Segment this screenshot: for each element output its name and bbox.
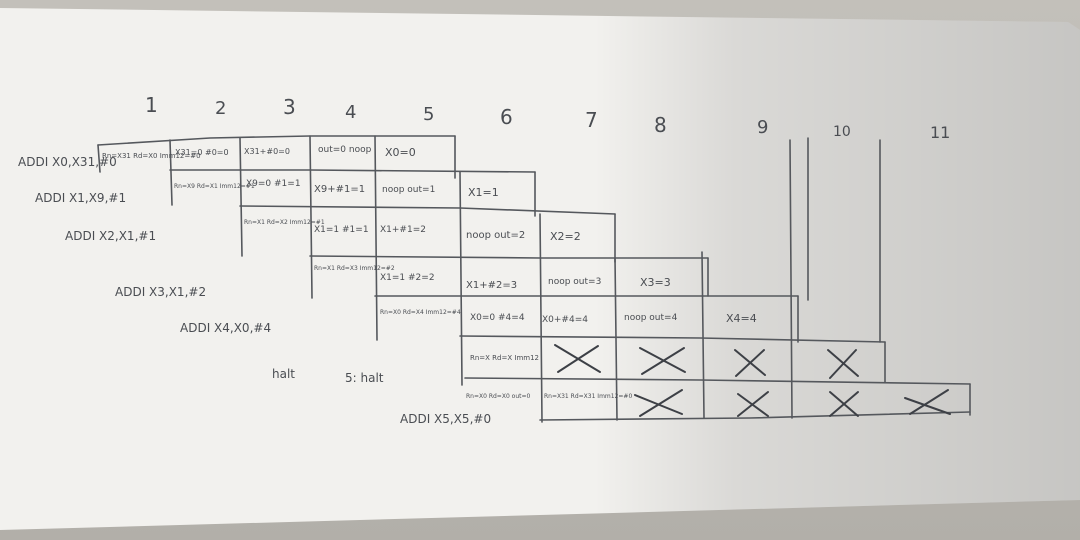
cell-r4c6: X1+#2=3 xyxy=(466,280,517,291)
row1-top xyxy=(97,135,456,146)
cell-r3c5: X1+#1=2 xyxy=(380,225,426,235)
instruction-labels: ADDI X0,X31,#0 ADDI X1,X9,#1 ADDI X2,X1,… xyxy=(18,155,491,426)
cell-r1c1: Rn=X31 Rd=X0 Imm12=#0 xyxy=(102,152,201,160)
cell-r3c3: Rn=X1 Rd=X2 Imm12=#1 xyxy=(244,219,325,226)
cell-r6c6: Rn=X Rd=X Imm12 xyxy=(470,354,539,362)
cell-r3c7: X2=2 xyxy=(550,230,581,243)
cell-r5c9: X4=4 xyxy=(726,312,757,325)
col-v4 xyxy=(309,135,313,299)
column-number-10: 10 xyxy=(833,124,851,140)
column-number-4: 4 xyxy=(345,102,356,123)
cross-mark-r7c11 xyxy=(904,389,951,415)
column-number-7: 7 xyxy=(585,108,598,132)
col-v10 xyxy=(789,139,793,419)
cell-r4c7: noop out=3 xyxy=(548,277,601,287)
cross-mark-r7c10 xyxy=(829,391,859,417)
col-v2 xyxy=(169,139,173,206)
column-number-1: 1 xyxy=(145,93,158,117)
cell-r3c6: noop out=2 xyxy=(466,230,525,241)
row6-top xyxy=(459,335,886,343)
instruction-label-6: ADDI X5,X5,#0 xyxy=(400,412,491,426)
cell-r4c5: X1=1 #2=2 xyxy=(380,273,435,283)
cell-r1c3: X31+#0=0 xyxy=(244,147,290,156)
cell-r4c8: X3=3 xyxy=(640,276,671,289)
instruction-label-4: ADDI X3,X1,#2 xyxy=(115,285,206,299)
cell-r5c5: Rn=X0 Rd=X4 Imm12=#4 xyxy=(380,309,461,316)
col-v7 xyxy=(539,213,543,423)
cell-r1c4: out=0 noop xyxy=(318,145,372,155)
cross-mark-r6c9 xyxy=(734,349,766,377)
cell-r2c6: X1=1 xyxy=(468,186,499,199)
cell-r1c2: X31=0 #0=0 xyxy=(175,148,229,157)
cross-mark-r6c10 xyxy=(827,349,859,379)
cell-r2c4: X9+#1=1 xyxy=(314,184,365,195)
cell-r7c7: Rn=X31 Rd=X31 Imm12=#0 xyxy=(544,393,632,400)
cell-r5c6: X0=0 #4=4 xyxy=(470,313,525,323)
column-number-6: 6 xyxy=(500,105,513,129)
cross-marks xyxy=(554,344,951,417)
cell-r2c3: X9=0 #1=1 xyxy=(246,179,301,189)
instruction-label-3: ADDI X2,X1,#1 xyxy=(65,229,156,243)
row7-bottom xyxy=(539,411,971,421)
col-v9 xyxy=(701,251,705,419)
cell-r2c2: Rn=X9 Rd=X1 Imm12=#1 xyxy=(174,183,255,190)
col-v8 xyxy=(614,257,618,421)
cell-r1c5: X0=0 xyxy=(385,146,416,159)
column-number-5: 5 xyxy=(423,104,434,125)
cross-mark-r7c9 xyxy=(737,391,769,417)
col-v3 xyxy=(239,137,243,257)
column-number-9: 9 xyxy=(757,117,768,138)
instruction-label-5: ADDI X4,X0,#4 xyxy=(180,321,271,335)
cell-texts: Rn=X31 Rd=X0 Imm12=#0 X31=0 #0=0 X31+#0=… xyxy=(102,145,757,400)
column-number-3: 3 xyxy=(283,95,296,119)
instruction-label-2: ADDI X1,X9,#1 xyxy=(35,191,126,205)
instruction-label-1: ADDI X0,X31,#0 xyxy=(18,155,117,169)
cell-r3c4: X1=1 #1=1 xyxy=(314,225,369,235)
cell-r7c6: Rn=X0 Rd=X0 out=0 xyxy=(466,393,531,400)
cross-mark-r6c7 xyxy=(554,344,601,373)
cell-r5c7: X0+#4=4 xyxy=(542,315,588,325)
cross-mark-r7c8 xyxy=(634,389,683,417)
col-v6 xyxy=(459,171,463,386)
cell-r2c5: noop out=1 xyxy=(382,185,435,195)
col-v5 xyxy=(374,135,378,341)
cell-r5c8: noop out=4 xyxy=(624,313,678,323)
row7-top xyxy=(464,377,971,385)
column-number-row: 1 2 3 4 5 6 7 8 9 10 11 xyxy=(145,93,950,142)
halt-label: halt xyxy=(272,367,295,381)
cell-r4c4: Rn=X1 Rd=X3 Imm12=#2 xyxy=(314,265,395,272)
halt-note: 5: halt xyxy=(345,371,384,385)
col-v1 xyxy=(97,144,101,173)
column-number-11: 11 xyxy=(930,123,950,142)
pipeline-grid xyxy=(97,135,971,423)
column-number-8: 8 xyxy=(654,113,667,137)
cross-mark-r6c8 xyxy=(639,347,686,375)
column-number-2: 2 xyxy=(215,98,226,119)
